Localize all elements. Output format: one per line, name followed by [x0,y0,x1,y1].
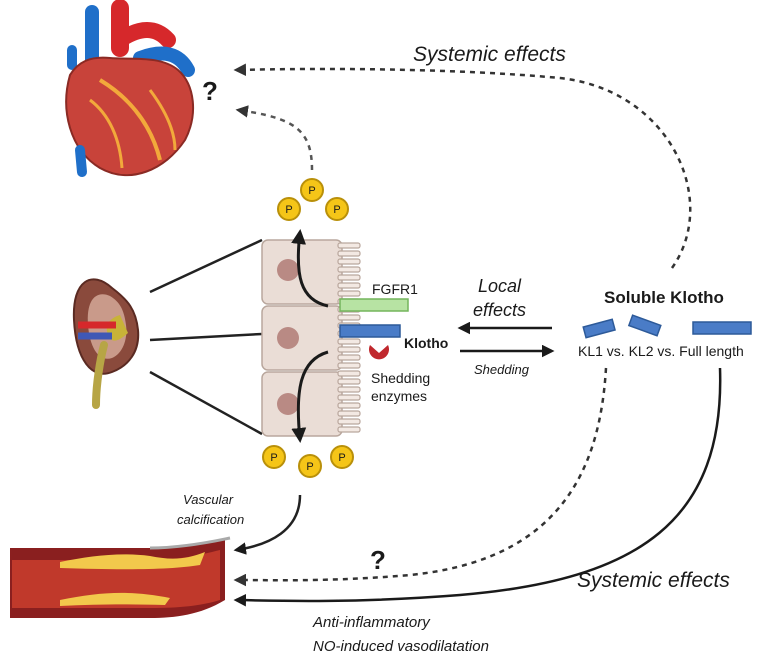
microvillus [337,282,361,289]
phosphate-label: P [285,204,292,216]
microvillus [337,410,361,417]
question-mark-top: ? [202,76,218,106]
microvillus [337,394,361,401]
microvillus [337,346,361,353]
full-length-klotho [692,321,752,335]
microvillus [337,250,361,257]
microvillus [337,290,361,297]
no-vasodilatation-label: NO-induced vasodilatation [313,638,489,655]
microvillus [337,426,361,433]
microvillus [337,386,361,393]
vascular-calcification-label-2: calcification [177,512,244,527]
microvillus [337,338,361,345]
shedding-enzyme-icon [369,345,389,360]
fgfr1-label: FGFR1 [372,281,418,297]
phosphate-group-bottom: P P P [262,445,354,478]
phosphate-label: P [333,204,340,216]
shedding-enzymes-label-1: Shedding [371,370,430,386]
kidney-illustration [72,278,140,409]
fgfr1-receptor [339,298,409,312]
phosphate-to-heart-arrow [235,105,314,171]
microvillus [337,402,361,409]
microvillus [337,266,361,273]
systemic-arrow-vessel-solid [233,367,722,607]
tubular-cells [261,239,361,437]
shedding-enzymes-label-2: enzymes [371,388,427,404]
anti-inflammatory-label: Anti-inflammatory [312,614,431,631]
microvillus [337,378,361,385]
klotho-bar [339,324,401,338]
microvillus [337,314,361,321]
klotho-label: Klotho [404,335,448,351]
soluble-klotho-title: Soluble Klotho [604,288,724,307]
microvillus [337,354,361,361]
microvillus [337,370,361,377]
vascular-calcification-arrow [233,494,302,555]
local-effects-label-1: Local [478,276,522,296]
phosphate-label: P [308,185,315,197]
microvillus [337,418,361,425]
phosphate-label: P [306,461,313,473]
microvillus [337,274,361,281]
systemic-effects-top-label: Systemic effects [413,43,566,66]
question-mark-bottom: ? [370,545,386,575]
phosphate-label: P [270,452,277,464]
systemic-arrow-heart-dashed [233,63,692,269]
blood-vessel-illustration [10,536,231,618]
phosphate-group-top: P P P [277,178,349,221]
microvillus [337,258,361,265]
vascular-calcification-label-1: Vascular [183,492,234,507]
phosphate-label: P [338,452,345,464]
local-effects-label-2: effects [473,300,526,320]
microvillus [337,362,361,369]
kl2-fragment [627,314,662,337]
systemic-effects-bottom-label: Systemic effects [577,569,730,592]
heart-illustration [65,0,195,177]
systemic-arrow-vessel-dashed [233,367,608,587]
kl-types-label: KL1 vs. KL2 vs. Full length [578,343,744,359]
microvillus [337,242,361,249]
kl1-fragment [582,318,616,339]
shedding-label: Shedding [474,362,530,377]
